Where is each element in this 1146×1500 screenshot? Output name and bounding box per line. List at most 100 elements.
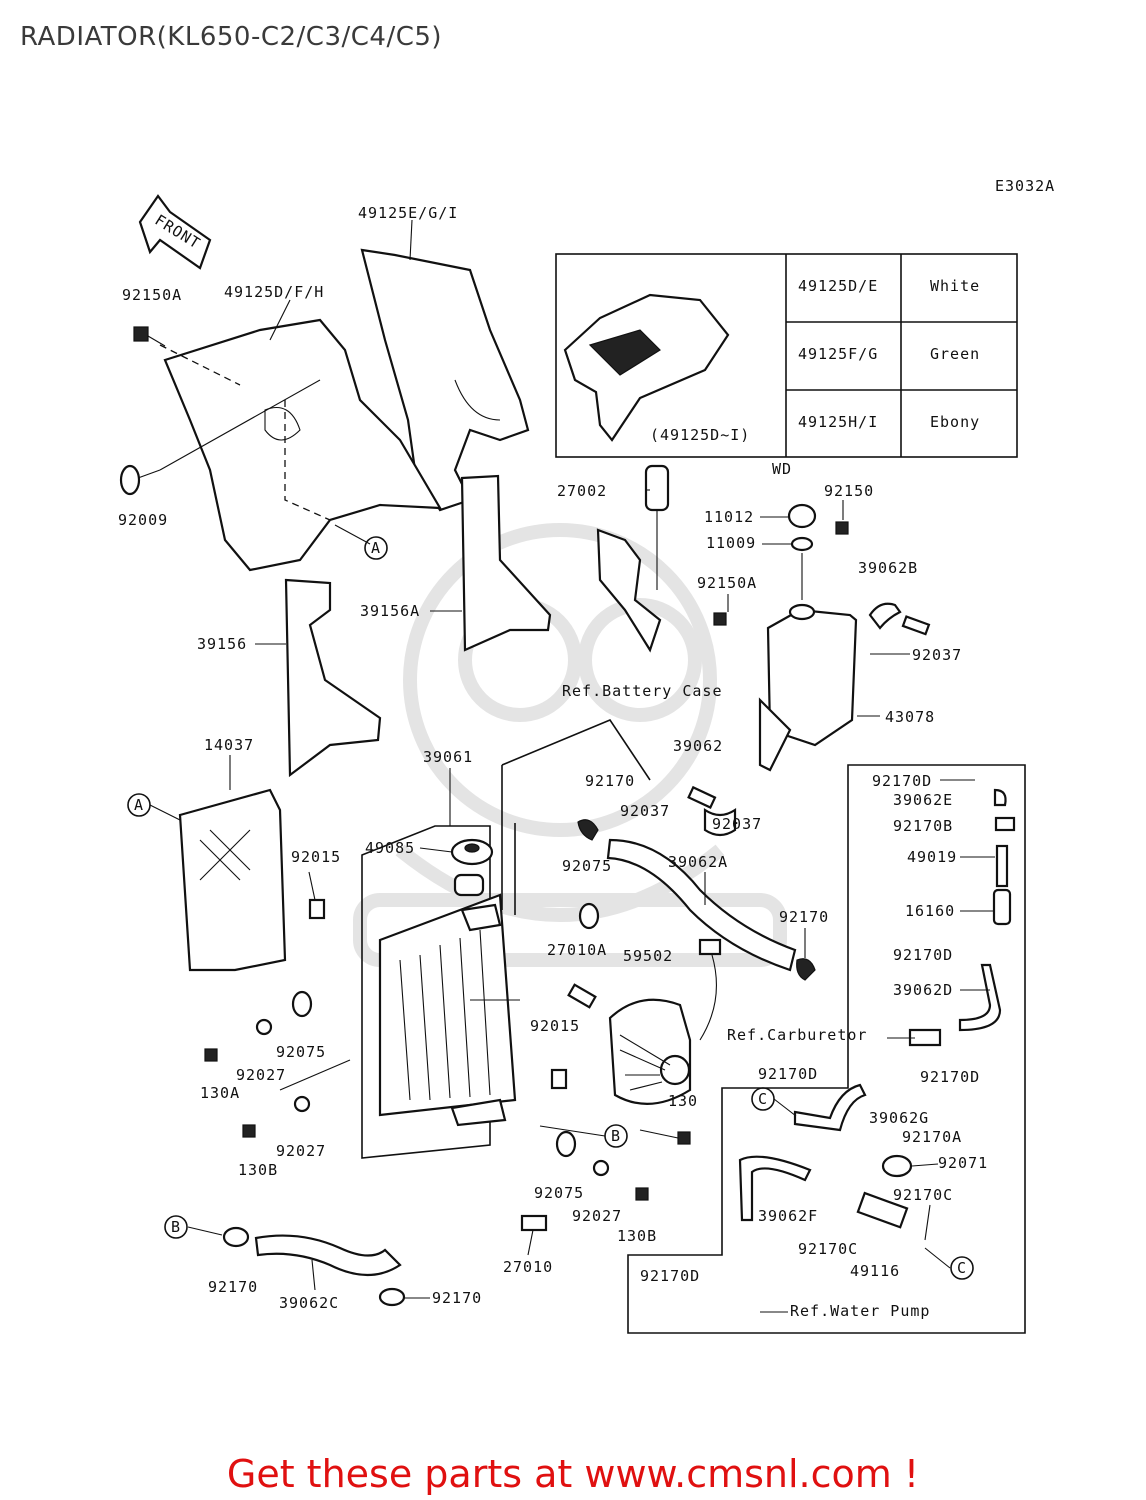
callout-c-1: C	[751, 1087, 775, 1111]
radiator-screen-14037	[178, 788, 287, 972]
part-label: 39062G	[869, 1109, 929, 1127]
part-label: 39062C	[279, 1294, 339, 1312]
hose-39062-icon	[687, 785, 737, 837]
clip-92015-center-icon	[550, 1068, 568, 1090]
callout-c-2: C	[950, 1256, 974, 1280]
part-label: 39156A	[360, 602, 420, 620]
page-title: RADIATOR(KL650-C2/C3/C4/C5)	[20, 22, 443, 52]
radiator-cap-49085-icon	[450, 838, 494, 866]
part-label: 49116	[850, 1262, 900, 1280]
hose-39062f	[738, 1155, 812, 1222]
callout-b-1: B	[604, 1124, 628, 1148]
fan-59502	[608, 938, 722, 1105]
svg-text:A: A	[134, 796, 144, 814]
part-label: 27010A	[547, 941, 607, 959]
cap-gasket-11009-icon	[790, 536, 814, 552]
ref-carburetor: Ref.Carburetor	[727, 1026, 867, 1044]
part-label: 39062E	[893, 791, 953, 809]
radiator-cover-39156	[284, 578, 382, 778]
part-label: 130	[668, 1092, 698, 1110]
bolt-92150a-icon	[133, 326, 166, 347]
sensor-27010a-icon	[567, 983, 597, 1009]
part-label: 92170D	[872, 772, 932, 790]
hose-39062c	[254, 1234, 402, 1276]
ref-water-pump: Ref.Water Pump	[790, 1302, 930, 1320]
ring-92071-icon	[881, 1154, 913, 1178]
part-label: 43078	[885, 708, 935, 726]
bolt-92150a-2-icon	[713, 612, 727, 626]
shroud-right	[360, 248, 530, 512]
part-label: 14037	[204, 736, 254, 754]
part-label: 92075	[562, 857, 612, 875]
part-label: 92170	[585, 772, 635, 790]
svg-text:C: C	[957, 1259, 967, 1277]
grommet-92075-lower-icon	[555, 1130, 577, 1158]
reservoir-tank-43078	[758, 603, 858, 772]
part-label: 39061	[423, 748, 473, 766]
collar-92027-icon	[255, 1018, 273, 1036]
callout-a-2: A	[127, 793, 151, 817]
color-table-part-2: 49125F/G	[798, 345, 878, 363]
part-label: 92170C	[893, 1186, 953, 1204]
color-table-part-3: 49125H/I	[798, 413, 878, 431]
grommet-92075-icon	[578, 902, 600, 930]
svg-text:B: B	[171, 1218, 181, 1236]
color-table-color-1: White	[930, 277, 980, 295]
part-label: 49085	[365, 839, 415, 857]
part-label: 130B	[617, 1227, 657, 1245]
callout-b-2: B	[164, 1215, 188, 1239]
part-label: 92015	[291, 848, 341, 866]
part-label: 92037	[712, 815, 762, 833]
part-label: 39062B	[858, 559, 918, 577]
radiator-cover-39156a	[460, 474, 552, 652]
part-label: 39062F	[758, 1207, 818, 1225]
clamp-92170-icon	[577, 819, 599, 841]
hose-39062g	[793, 1083, 867, 1132]
screw-92009-icon	[119, 464, 161, 496]
bolt-130a-icon	[204, 1048, 218, 1062]
part-label: 92075	[534, 1184, 584, 1202]
part-label: 92170D	[758, 1065, 818, 1083]
grommet-92075-left-icon	[291, 990, 313, 1018]
bolt-92150-icon	[835, 521, 849, 535]
part-label: 27010	[503, 1258, 553, 1276]
collar-92027-lower-icon	[592, 1159, 610, 1177]
part-label: 130B	[238, 1161, 278, 1179]
hose-39062b-icon	[868, 602, 931, 636]
clamp-92170-lower-icon	[222, 1226, 250, 1248]
part-label: 92150A	[122, 286, 182, 304]
part-label: 49125E/G/I	[358, 204, 458, 222]
part-label: 92170D	[893, 946, 953, 964]
filter-49116-icon	[856, 1191, 909, 1229]
part-label: 92009	[118, 511, 168, 529]
svg-text:C: C	[758, 1090, 768, 1108]
part-label: 92150	[824, 482, 874, 500]
part-label: 49019	[907, 848, 957, 866]
part-label: 11012	[704, 508, 754, 526]
part-label: 92015	[530, 1017, 580, 1035]
part-label: 92170	[779, 908, 829, 926]
part-label: 92170D	[920, 1068, 980, 1086]
collar-92027-mid-icon	[293, 1095, 311, 1113]
color-table-part-1: 49125D/E	[798, 277, 878, 295]
callout-a-1: A	[364, 536, 388, 560]
clip-92015-icon	[308, 898, 326, 920]
diagram-code: E3032A	[995, 177, 1055, 195]
svg-text:A: A	[371, 539, 381, 557]
clamp-92170-upper-right-icon	[796, 958, 816, 981]
sensor-27010-icon	[520, 1214, 548, 1232]
part-label: 92027	[236, 1066, 286, 1084]
color-table-color-2: Green	[930, 345, 980, 363]
color-table-caption: (49125D~I)	[650, 426, 750, 444]
part-label: 92170	[432, 1289, 482, 1307]
part-label: 92170	[208, 1278, 258, 1296]
part-label: 27002	[557, 482, 607, 500]
part-label: 39062D	[893, 981, 953, 999]
part-label: 11009	[706, 534, 756, 552]
part-label: 92027	[572, 1207, 622, 1225]
part-label: 59502	[623, 947, 673, 965]
part-label: 39062	[673, 737, 723, 755]
bolt-130-icon	[677, 1131, 691, 1145]
promo-banner[interactable]: Get these parts at www.cmsnl.com !	[226, 1452, 920, 1496]
